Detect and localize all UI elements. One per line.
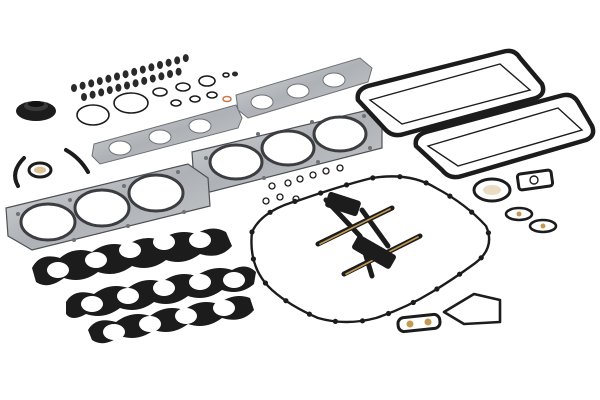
valve-stem-seal	[174, 56, 181, 65]
exhaust-manifold-gasket-lower	[91, 104, 243, 165]
valve-stem-seal	[114, 72, 120, 81]
valley-cross-gasket	[315, 191, 423, 279]
intake-gasket-3	[88, 296, 254, 344]
intake-gasket-1	[32, 228, 232, 286]
bolt-tab	[457, 271, 463, 277]
bolt-tab	[423, 180, 429, 186]
bolt-tab	[434, 286, 440, 292]
o-rings-top	[76, 72, 230, 126]
valve-cover-gasket-upper	[355, 48, 546, 138]
valve-stem-seal	[106, 86, 113, 95]
bolt-tab	[267, 209, 273, 215]
valve-stem-seal	[141, 76, 148, 85]
valve-cover-gasket-lower	[413, 92, 596, 180]
bolt-tab	[306, 311, 312, 317]
valve-stem-seal	[139, 65, 146, 74]
valve-stem-seal	[98, 88, 105, 97]
cylinder-head-gasket-right-bank	[191, 109, 383, 193]
dual-port-gasket	[396, 312, 442, 334]
valve-stem-seal	[81, 93, 87, 101]
valve-stem-seal	[89, 90, 96, 99]
valve-stem-seal	[105, 74, 112, 83]
valve-stem-seal	[157, 61, 163, 69]
bolt-tab	[283, 298, 289, 304]
valve-stem-seal	[132, 79, 139, 88]
valve-seal-row-lower	[81, 67, 182, 101]
small-gasket-pair	[504, 206, 558, 234]
o-rings-middle	[262, 164, 344, 205]
bolt-tab	[292, 198, 298, 204]
small-gasket-square	[515, 168, 555, 192]
valve-stem-seal	[149, 74, 156, 83]
bolt-tab	[447, 193, 453, 199]
half-moon-seals	[13, 148, 90, 188]
bolt-tab	[359, 318, 366, 324]
bolt-tab	[469, 209, 475, 215]
bolt-tab	[410, 299, 416, 306]
valve-stem-seal	[175, 67, 182, 76]
valve-stem-seal	[88, 79, 95, 88]
valve-stem-seal	[182, 54, 189, 63]
valve-stem-seal	[96, 77, 103, 86]
valve-stem-seal	[131, 67, 138, 76]
copper-washer	[222, 95, 232, 103]
bolt-tab	[249, 229, 255, 235]
valve-stem-seal	[167, 70, 173, 78]
bolt-tab	[332, 318, 338, 324]
intake-gasket-2	[66, 266, 256, 318]
valve-stem-seal	[115, 83, 122, 92]
valve-stem-seal	[124, 81, 130, 90]
bolt-tab	[485, 230, 491, 236]
thermostat-gasket	[442, 292, 502, 326]
exhaust-manifold-gasket-upper	[235, 57, 373, 119]
valve-stem-seals	[71, 54, 189, 101]
bolt-tab	[370, 175, 376, 181]
bolt-tab	[344, 182, 350, 188]
timing-cover-gasket	[249, 174, 491, 324]
bolt-tab	[385, 310, 392, 317]
cylinder-head-gasket-left-bank	[5, 163, 211, 251]
valve-stem-seal	[71, 84, 77, 92]
valve-stem-seal	[165, 58, 172, 67]
valve-stem-seal	[148, 63, 155, 72]
small-gasket-round	[472, 177, 512, 203]
bolt-tab	[262, 280, 268, 286]
crankshaft-seal	[16, 101, 56, 121]
valve-stem-seal	[122, 70, 129, 79]
bolt-tab	[478, 255, 484, 261]
gasket-bolt-tabs	[249, 174, 491, 324]
bolt-tab	[318, 190, 324, 196]
valve-stem-seal	[158, 72, 165, 81]
bolt-tab	[397, 174, 403, 180]
bolt-tab	[250, 256, 256, 262]
valve-seal-row-upper	[71, 54, 189, 92]
valve-stem-seal	[79, 81, 86, 90]
seal-ring-small	[27, 161, 53, 179]
small-seal	[232, 71, 238, 77]
